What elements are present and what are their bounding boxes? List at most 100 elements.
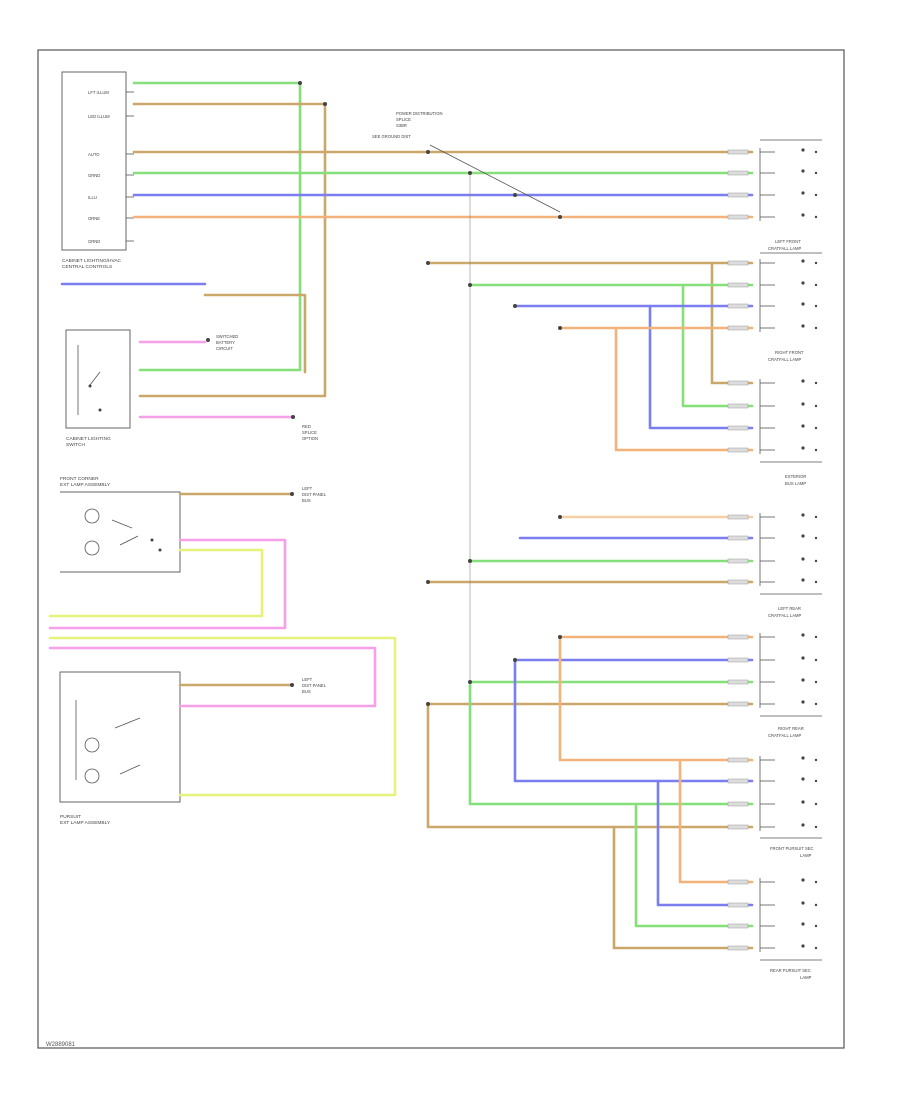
wire-blue [513,658,754,783]
connector-pin [727,558,749,564]
lamp-terminal [801,324,805,328]
wire-green [634,802,754,928]
lamp-terminal [801,191,805,195]
lamp-terminal [814,779,818,783]
module-pin-label: AUTO [88,152,100,157]
splice-point [298,81,302,85]
lamp-terminal [801,557,805,561]
splice-point [558,215,562,219]
lamp-terminal [814,924,818,928]
lamp-terminal [814,702,818,706]
lamp-terminal [801,823,805,827]
wire-blue [656,779,754,907]
connector-pin [727,214,749,220]
splice-point [558,326,562,330]
exterior-lamp-label: EXTERIOR BUS LAMP [785,474,806,486]
lamp-terminal [814,261,818,265]
figure-reference: W2889081 [46,1042,76,1048]
right-rear-lamp-label: RIGHT REAR CRATFALL LAMP [768,726,804,738]
module-label-1: CABINET LIGHTING/HVAC [62,258,122,264]
splice-label-2: SPLICE [396,117,411,122]
lamp-terminal [814,758,818,762]
splice-label-3: S3BR [396,123,407,128]
lamp-terminal [801,878,805,882]
splice-point [513,193,517,197]
lamp-terminal [801,446,805,450]
left-front-lamp-label-2: CRATFALL LAMP [768,246,801,251]
wire-orange [558,635,754,762]
connector-pin [727,945,749,951]
module-pin-label: LFT ILLUM [88,90,109,95]
connector-pin [727,514,749,520]
pursuit-lamp-assembly: PURSUIT EXT LAMP ASSEMBLY [59,671,181,826]
lamp-terminal [814,559,818,563]
switched-circuit-label-3: CIRCUIT [216,346,233,351]
connector-pin [727,879,749,885]
wire-tan [426,261,754,385]
connector-pin [727,282,749,288]
lamp-terminal [814,946,818,950]
lamp-terminal [801,169,805,173]
left-rear-lamp-label-2: CRATFALL LAMP [768,613,801,618]
red-splice-option: RED SPLICE OPTION [291,415,318,441]
connector-pin [727,824,749,830]
left-tactical-1-label-2: DIST PANEL [302,492,327,497]
front-pursuit-lamp-label: FRONT PURSUIT SEC LAMP [770,846,814,858]
red-splice-label-1: RED [302,424,311,429]
module-pin-label: GRND [88,239,100,244]
wire-tan [426,702,754,829]
lamp-terminal [814,171,818,175]
lamp-terminal [801,402,805,406]
connector-pin [727,679,749,685]
left-tactical-2-label-1: LEFT [302,677,313,682]
switched-circuit-label-1: SWITCHED [216,334,238,339]
lamp-terminal [814,381,818,385]
wire-green [468,680,754,806]
exterior-lamp-label-1: EXTERIOR [785,474,806,479]
lamp-terminal [801,259,805,263]
wire-pink [48,646,377,708]
module-pin-label: ILLU [88,195,97,200]
wire-orange [678,758,754,884]
lamp-terminal [801,656,805,660]
splice-point [468,283,472,287]
connector-pin [727,535,749,541]
connector-pin [727,657,749,663]
connector-pin [727,403,749,409]
splice-point [323,102,327,106]
left-tactical-1-label-1: LEFT [302,486,313,491]
splice-point [426,702,430,706]
lamp-terminal [814,903,818,907]
wire-tan [203,293,307,374]
lamp-terminal [814,536,818,540]
left-rear-lamp-label-1: LEFT REAR [778,606,801,611]
lamp-terminal [814,283,818,287]
wire-blue [513,304,754,430]
wire-green [132,81,302,372]
lamp-terminal [801,534,805,538]
switched-battery-circuit: SWITCHED BATTERY CIRCUIT [206,334,238,351]
connector-pin [727,192,749,198]
lamp-terminal [801,379,805,383]
pursuit-label-1: PURSUIT [60,814,81,820]
splice-point [426,580,430,584]
lamp-terminal [801,302,805,306]
wire-pink [48,538,287,630]
right-front-lamp-label: RIGHT FRONT CRATFALL LAMP [768,350,804,362]
connector-pin [727,149,749,155]
switched-circuit-label-2: BATTERY [216,340,235,345]
lamp-terminal [801,777,805,781]
pursuit-label-2: EXT LAMP ASSEMBLY [60,820,111,826]
front-corner-lamp-assembly: FRONT CORNER EXT LAMP ASSEMBLY [60,476,181,573]
lamp-terminal [801,424,805,428]
front-pursuit-lamp-label-2: LAMP [800,853,812,858]
lamp-terminal [801,756,805,760]
left-tactical-bus-1: LEFT DIST PANEL BUS [290,486,327,503]
left-tactical-bus-2: LEFT DIST PANEL BUS [290,677,327,694]
connector-pin [727,801,749,807]
lamp-terminal [814,825,818,829]
module-pin-label: ORNE [88,216,100,221]
lamp-terminal [814,580,818,584]
connector-pin [727,260,749,266]
